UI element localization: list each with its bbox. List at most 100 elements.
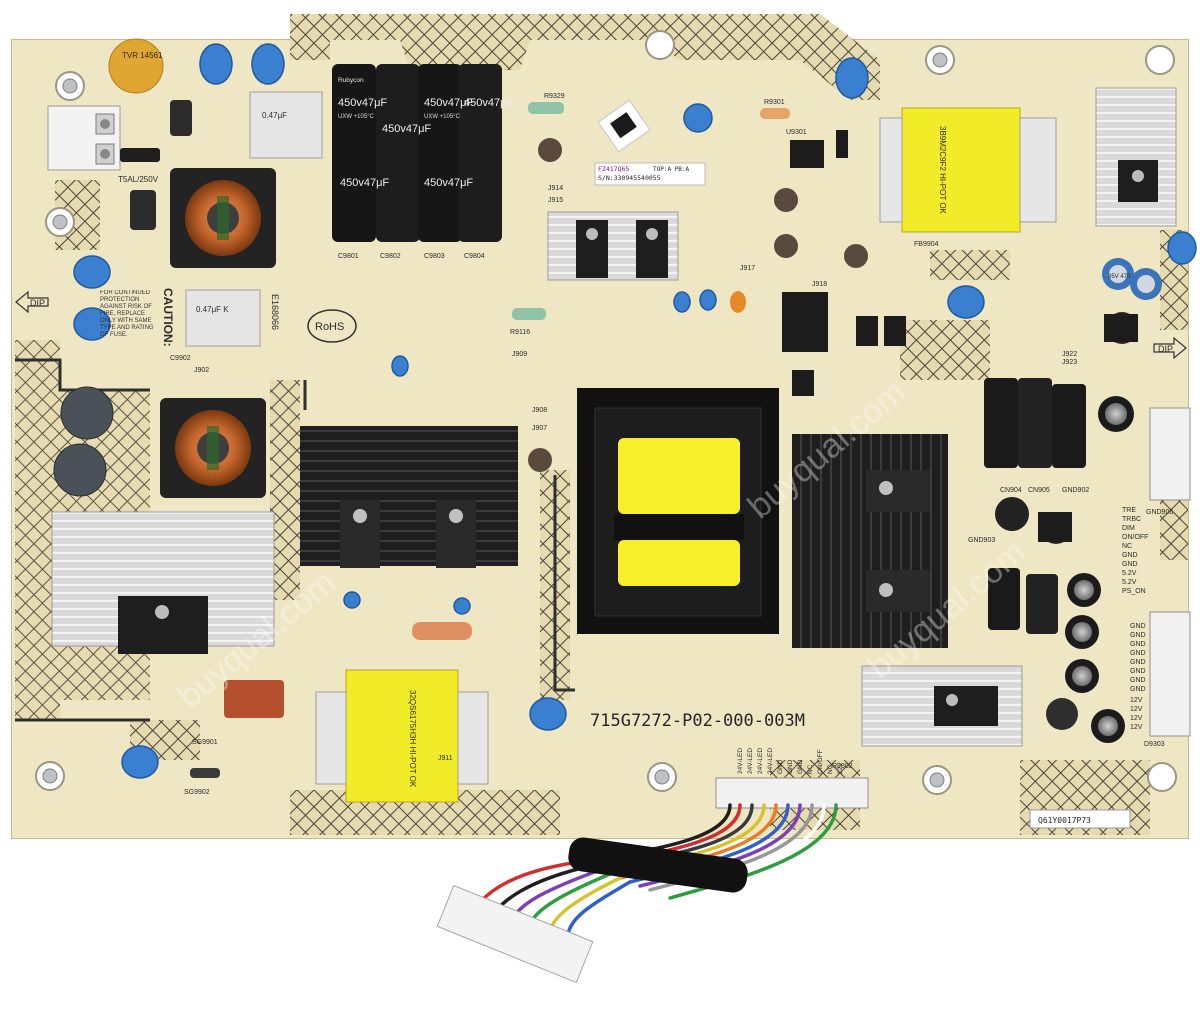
svg-text:C9804: C9804 <box>464 253 485 260</box>
connector-pin-labels-bottom: 24V-LED 24V-LED 24V-LED 24V-LED GND GND … <box>737 748 844 774</box>
ac-input-connector <box>47 105 121 171</box>
bottom-label-text: Q61Y0017P73 <box>1038 816 1091 825</box>
hatched-keepout-areas <box>15 14 1188 835</box>
svg-text:R9329: R9329 <box>544 93 565 100</box>
harness-sleeve <box>568 837 748 893</box>
svg-text:C9801: C9801 <box>338 253 359 260</box>
common-mode-choke-1 <box>170 168 276 268</box>
svg-text:GND: GND <box>1130 623 1146 630</box>
svg-text:450v47μF: 450v47μF <box>424 97 473 109</box>
svg-text:NC: NC <box>807 764 814 774</box>
svg-text:GND: GND <box>1130 668 1146 675</box>
fuse-icon <box>120 148 160 162</box>
svg-text:GND906: GND906 <box>1146 509 1173 516</box>
aluminum-heatsink-left <box>51 511 275 654</box>
varistor-icon <box>108 38 164 94</box>
svg-text:GND: GND <box>1130 641 1146 648</box>
aux-transformer-label: 3B9M2C9F2 HI-POT OK <box>938 126 947 215</box>
svg-text:CAUTION:: CAUTION: <box>161 288 175 347</box>
svg-text:J907: J907 <box>532 425 547 432</box>
svg-text:450v47μF: 450v47μF <box>382 123 431 135</box>
resistors <box>190 102 790 778</box>
svg-text:24V-LED: 24V-LED <box>747 748 754 774</box>
svg-text:12V: 12V <box>1130 706 1143 713</box>
ref-designators: R9329 R9301 U9301 C9801 C9802 C9803 C980… <box>170 93 1173 796</box>
svg-text:5.2V: 5.2V <box>1122 570 1137 577</box>
svg-text:5.2V: 5.2V <box>1122 579 1137 586</box>
output-connector-right <box>1149 407 1191 737</box>
svg-text:J914: J914 <box>548 185 563 192</box>
varistor-label: TVR 14561 <box>122 51 163 60</box>
svg-text:C9803: C9803 <box>424 253 445 260</box>
qr-sticker <box>597 99 651 153</box>
svg-text:GND: GND <box>1130 632 1146 639</box>
barcode-line-1: FZ417Q65 <box>598 165 629 173</box>
svg-text:GND902: GND902 <box>1062 487 1089 494</box>
aluminum-heatsink-top <box>547 211 679 281</box>
y-capacitors <box>73 43 1197 779</box>
svg-text:GND: GND <box>1130 659 1146 666</box>
fuse-rating-label: T5AL/250V <box>118 175 159 184</box>
svg-text:GND: GND <box>1130 650 1146 657</box>
svg-text:450v47μF: 450v47μF <box>464 97 513 109</box>
small-inductor-2 <box>130 190 156 230</box>
output-connector-bottom <box>715 777 869 809</box>
svg-text:450v47μF: 450v47μF <box>424 177 473 189</box>
surge-varistors <box>53 386 114 497</box>
svg-text:CN905: CN905 <box>1028 487 1050 494</box>
svg-text:24V-LED: 24V-LED <box>737 748 744 774</box>
svg-text:GND: GND <box>797 759 804 774</box>
svg-text:FB9904: FB9904 <box>914 241 939 248</box>
standby-transformer <box>315 669 489 803</box>
x-capacitor-1 <box>249 91 323 159</box>
isolation-traces <box>15 358 575 722</box>
svg-text:J908: J908 <box>532 407 547 414</box>
svg-text:12V: 12V <box>1130 715 1143 722</box>
svg-text:SG9901: SG9901 <box>192 739 218 746</box>
svg-text:J909: J909 <box>512 351 527 358</box>
svg-text:TRBC: TRBC <box>1122 516 1141 523</box>
svg-text:NC: NC <box>827 764 834 774</box>
svg-text:UXW +105°C: UXW +105°C <box>424 114 461 120</box>
x-capacitor-2-label: 0.47μF K <box>196 305 229 314</box>
svg-text:12V: 12V <box>837 762 844 774</box>
main-transformer <box>577 388 779 634</box>
barcode-line-3: TOP:A PB:A <box>653 166 690 173</box>
svg-text:U9301: U9301 <box>786 129 807 136</box>
svg-text:24V-LED: 24V-LED <box>767 748 774 774</box>
svg-text:J911: J911 <box>438 755 453 762</box>
x-capacitor-1-label: 0.47μF <box>262 111 287 120</box>
svg-text:Rubycon: Rubycon <box>338 77 364 84</box>
bulk-capacitor-labels: Rubycon 450v47μF UXW +105°C 450v47μF 450… <box>338 77 513 189</box>
svg-text:GND: GND <box>1130 677 1146 684</box>
svg-text:J915: J915 <box>548 197 563 204</box>
dip-arrow-right <box>1153 336 1187 360</box>
aluminum-heatsink-right <box>1095 87 1177 227</box>
common-mode-choke-2 <box>160 398 266 498</box>
svg-text:J923: J923 <box>1062 359 1077 366</box>
svg-text:12V: 12V <box>1130 724 1143 731</box>
svg-text:450v47μF: 450v47μF <box>340 177 389 189</box>
svg-text:CN904: CN904 <box>1000 487 1022 494</box>
blue-sleeve-capacitors <box>1102 258 1162 300</box>
svg-text:ON/OFF: ON/OFF <box>1122 534 1148 541</box>
bottom-label-sticker <box>1029 809 1131 829</box>
svg-text:GND903: GND903 <box>968 537 995 544</box>
standby-transformer-label: 32QS6175H3H HI-POT OK <box>408 690 417 788</box>
black-heatsink-right <box>792 434 948 648</box>
svg-text:GND: GND <box>777 759 784 774</box>
svg-text:R9301: R9301 <box>764 99 785 106</box>
small-cap-label: 35V 470 <box>1108 274 1131 280</box>
svg-text:J902: J902 <box>194 367 209 374</box>
ul-mark-label: E168066 <box>270 294 280 330</box>
ic-chips <box>782 130 1138 542</box>
harness-plug <box>436 884 594 984</box>
black-heatsink-center <box>300 426 518 568</box>
svg-text:J922: J922 <box>1062 351 1077 358</box>
ceramic-cap-orange <box>730 291 746 313</box>
svg-text:NC: NC <box>1122 543 1132 550</box>
aluminum-heatsink-bottom <box>861 665 1023 747</box>
svg-text:C9802: C9802 <box>380 253 401 260</box>
ground-pad-tabs <box>42 52 948 788</box>
